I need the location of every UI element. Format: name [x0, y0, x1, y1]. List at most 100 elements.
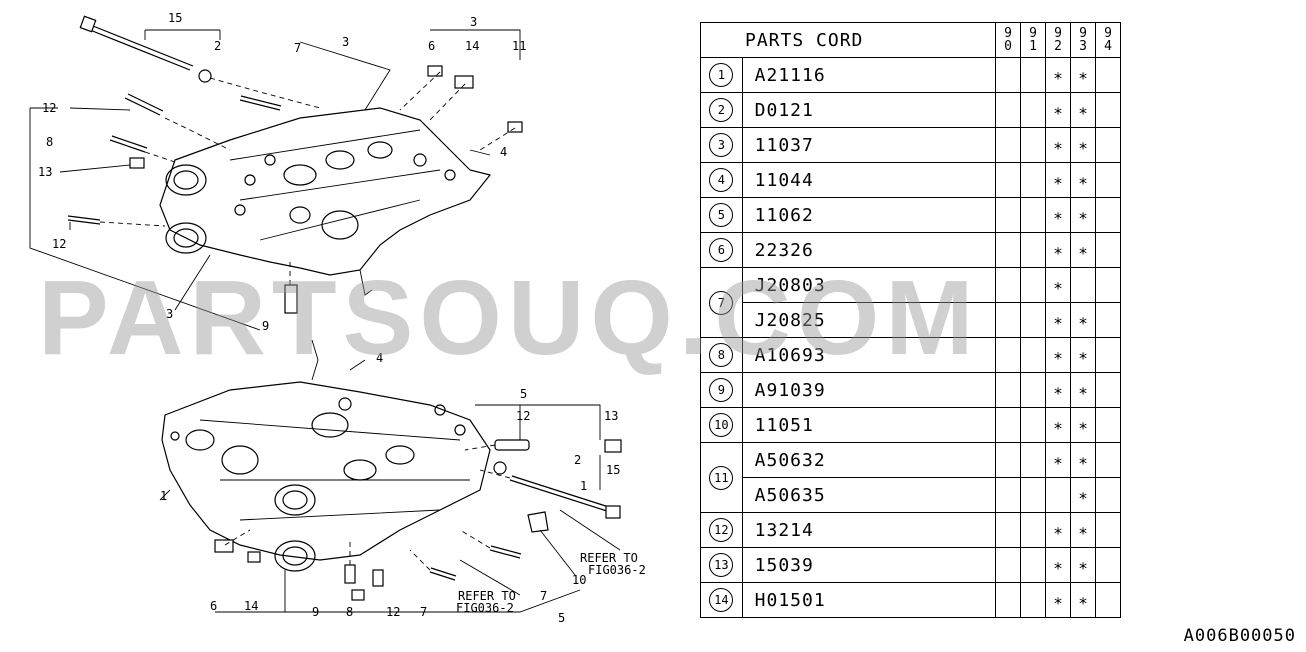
year-mark-cell: [1095, 512, 1121, 548]
part-code-cell[interactable]: A10693: [741, 337, 997, 373]
part-number-cell: 13: [700, 547, 743, 583]
year-mark-cell: ∗: [1070, 407, 1096, 443]
refer-right-line2: FIG036-2: [588, 563, 646, 577]
year-mark-cell: [1020, 302, 1046, 338]
year-mark-cell: [1020, 197, 1046, 233]
part-code-cell[interactable]: 11051: [741, 407, 997, 443]
part-code-cell[interactable]: D0121: [741, 92, 997, 128]
lower-cylinder-head: [159, 339, 622, 613]
callout-11-top: 11: [512, 39, 526, 53]
part-code-cell[interactable]: 11062: [741, 197, 997, 233]
year-mark-cell: ∗: [1070, 512, 1096, 548]
part-number-circle: 12: [709, 518, 734, 542]
table-row[interactable]: 8 A10693 ∗∗: [700, 337, 1121, 373]
year-mark-cell: ∗: [1070, 337, 1096, 373]
part-number-cell: 2: [700, 92, 743, 128]
diagram-code: A006B00050: [1183, 626, 1296, 646]
year-mark-cell: [1020, 267, 1046, 303]
part-code-cell[interactable]: A21116: [741, 57, 997, 93]
callout-4-bottom: 4: [376, 351, 383, 365]
part-code-cell[interactable]: 11037: [741, 127, 997, 163]
callout-13-top: 13: [38, 165, 52, 179]
year-mark-cell: [1020, 232, 1046, 268]
part-code-cell[interactable]: A50632: [741, 442, 997, 478]
callout-5-bottom-top: 5: [520, 387, 527, 401]
callout-1-bottom: 1: [580, 479, 587, 493]
year-mark-cell: [1095, 127, 1121, 163]
part-code-cell[interactable]: A91039: [741, 372, 997, 408]
parts-cord-header: PARTS CORD: [700, 22, 996, 58]
part-code-cell[interactable]: J20825: [741, 302, 997, 338]
exploded-diagram: 15 2 3 7 3 6 14 11 12 8 13 4 12 3 9 4 5 …: [29, 11, 646, 625]
part-code-cell[interactable]: A50635: [741, 477, 997, 513]
part-number-circle: 1: [709, 63, 734, 87]
part-number-circle: 2: [709, 98, 734, 122]
callout-1-left: 1: [160, 489, 167, 503]
year-mark-cell: [1095, 337, 1121, 373]
year-mark-cell: ∗: [1045, 92, 1071, 128]
part-code-cell[interactable]: 11044: [741, 162, 997, 198]
part-code-cell[interactable]: H01501: [741, 582, 997, 618]
year-mark-cell: [995, 477, 1021, 513]
year-mark-cell: [1095, 92, 1121, 128]
part-code-cell[interactable]: 15039: [741, 547, 997, 583]
year-mark-cell: ∗: [1045, 267, 1071, 303]
callout-12-lower-left: 12: [52, 237, 66, 251]
year-mark-cell: [1020, 57, 1046, 93]
table-row[interactable]: A50635∗: [701, 477, 1121, 513]
year-mark-cell: ∗: [1045, 232, 1071, 268]
part-code-cell[interactable]: J20803: [741, 267, 997, 303]
callout-6-bottom: 6: [210, 599, 217, 613]
year-mark-cell: [1070, 267, 1096, 303]
year-mark-cell: [1020, 372, 1046, 408]
year-mark-cell: ∗: [1045, 582, 1071, 618]
callout-2-bottom: 2: [574, 453, 581, 467]
year-mark-cell: ∗: [1070, 57, 1096, 93]
year-mark-cell: [1020, 92, 1046, 128]
table-row[interactable]: J20825∗∗: [701, 302, 1121, 338]
part-number-circle: 6: [709, 238, 734, 262]
callout-6-top: 6: [428, 39, 435, 53]
year-mark-cell: [1095, 267, 1121, 303]
year-mark-cell: [995, 57, 1021, 93]
callout-12-top: 12: [42, 101, 56, 115]
year-mark-cell: ∗: [1045, 337, 1071, 373]
year-mark-cell: [995, 232, 1021, 268]
part-number-circle: 11: [709, 465, 734, 490]
part-number-circle: 9: [709, 378, 734, 402]
part-number-circle: 3: [709, 133, 734, 157]
year-mark-cell: [1095, 162, 1121, 198]
year-mark-cell: ∗: [1070, 372, 1096, 408]
year-mark-cell: [1045, 477, 1071, 513]
part-number-circle: 8: [709, 343, 734, 367]
refer-bottom-line2: FIG036-2: [456, 601, 514, 615]
callout-2-top: 2: [214, 39, 221, 53]
callout-13-bottom: 13: [604, 409, 618, 423]
part-number-cell: 5: [700, 197, 743, 233]
part-number-cell: 7: [700, 267, 743, 338]
part-code-cell[interactable]: 13214: [741, 512, 997, 548]
callout-15-bottom: 15: [606, 463, 620, 477]
year-mark-cell: [1095, 302, 1121, 338]
part-code-cell[interactable]: 22326: [741, 232, 997, 268]
callout-9-bottom: 9: [312, 605, 319, 619]
